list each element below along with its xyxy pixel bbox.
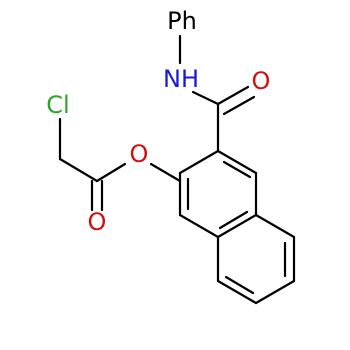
bond-nh-carbonyl	[191, 90, 220, 106]
ester-oxygen-label: O	[130, 140, 149, 168]
bond-ester-carbon-oxygen	[95, 162, 127, 183]
bond-ring-c6-c1	[216, 149, 258, 175]
bond-layer	[58, 34, 296, 305]
bond-ring-c8-c9	[254, 279, 296, 305]
carbonyl-oxygen-label: O	[88, 208, 107, 236]
bond-ring-inner-c9-c10	[224, 275, 255, 295]
bond-ring-c5-c7	[254, 213, 296, 239]
bond-amide-carbonyl-oxygen-2	[222, 95, 256, 116]
atom-label-layer: Ph NH O Cl O O	[46, 7, 270, 236]
bond-ring-inner-c1-c6	[222, 160, 252, 179]
bond-amide-carbonyl-oxygen-1	[216, 85, 250, 106]
bond-ester-oxygen-ring	[149, 162, 182, 183]
amide-oxygen-label: O	[252, 67, 271, 95]
bond-ring-c1-c2	[178, 149, 220, 175]
chlorine-label: Cl	[46, 91, 69, 119]
amide-nitrogen-label: NH	[163, 65, 199, 93]
phenyl-label: Ph	[167, 7, 197, 35]
bond-ring-c4-c5	[216, 213, 258, 239]
bond-ring-inner-c4-c5	[218, 210, 249, 230]
bond-ring-c9-c10	[216, 279, 258, 305]
bond-ring-c3-c4	[178, 213, 220, 239]
bond-ch2-ester-carbon	[58, 157, 99, 183]
